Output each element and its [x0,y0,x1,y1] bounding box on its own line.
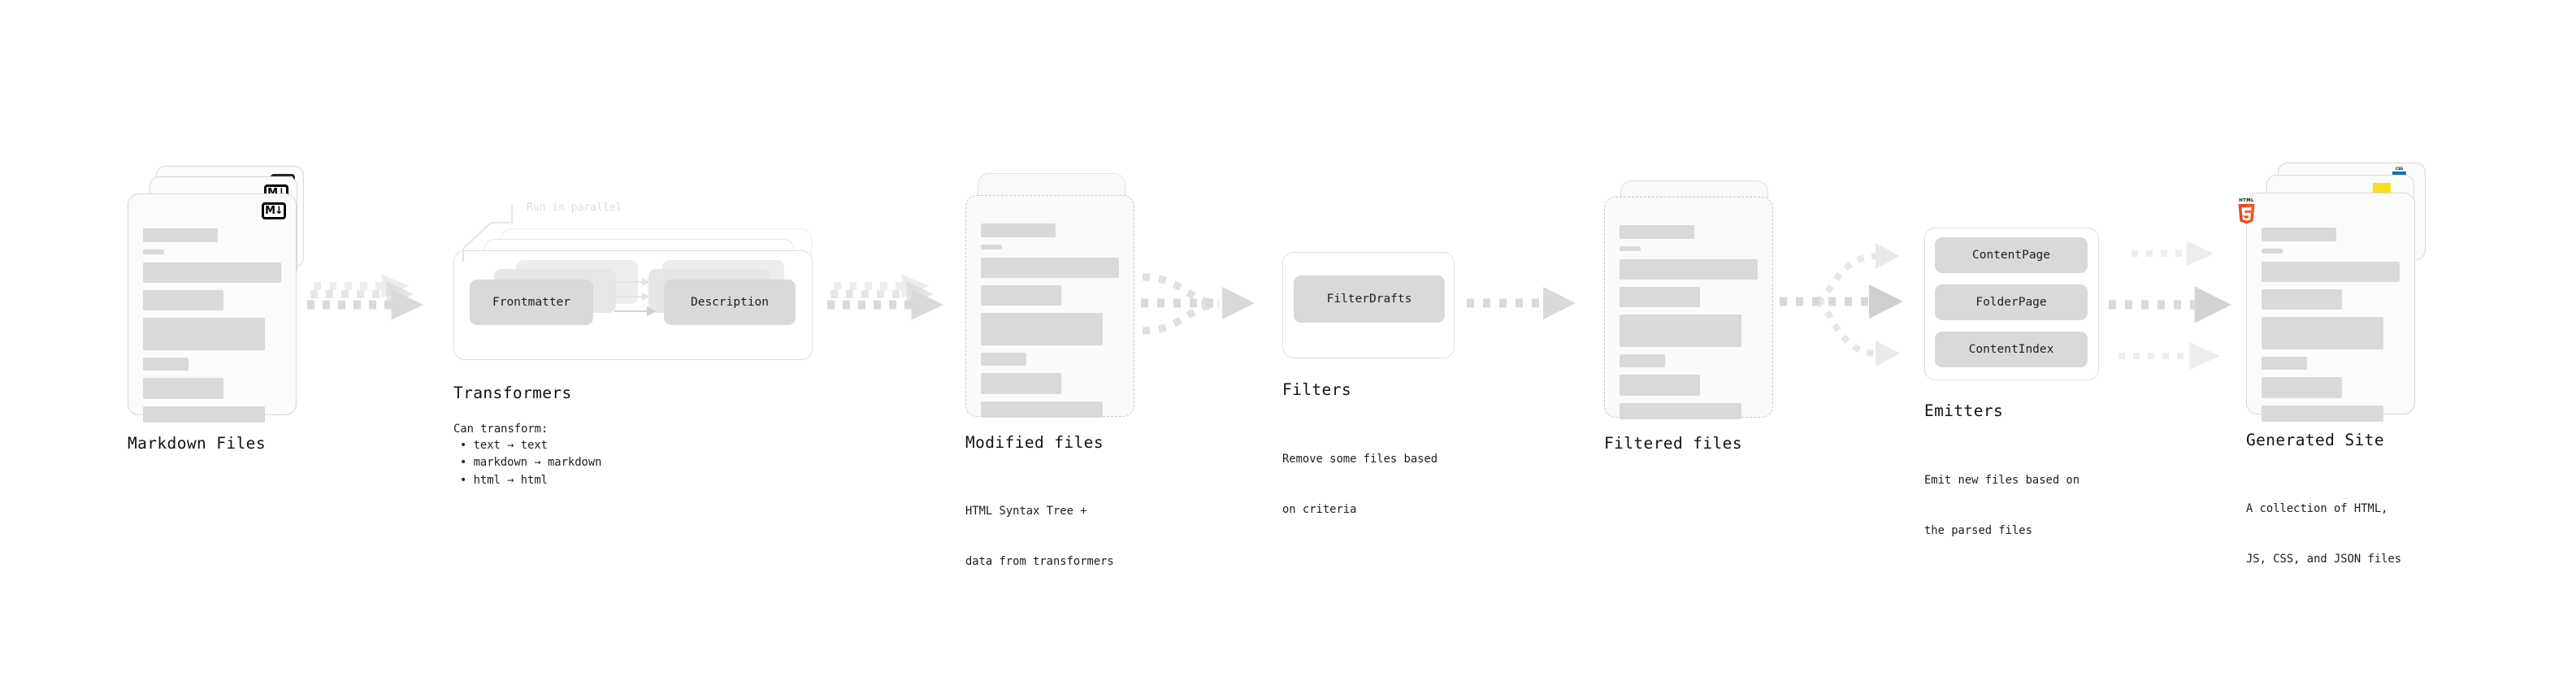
content-bar [1620,225,1694,239]
subcaption-line: A collection of HTML, [2246,502,2388,516]
transformer-chip-description[interactable]: Description [664,280,796,325]
content-bar [143,378,223,399]
content-bar [143,358,189,371]
content-bar [2262,317,2383,349]
document-content-bars [981,223,1119,425]
content-bar [1620,375,1700,396]
connector-md-to-transformers [307,274,424,320]
content-bar [981,353,1027,366]
generated-site-subcaption: A collection of HTML, JS, CSS, and JSON … [2246,467,2401,602]
markdown-card-front: M↓ [128,193,297,423]
content-bar [1620,259,1758,280]
emitters-subcaption: Emit new files based on the parsed files [1924,439,2079,574]
stage-caption-transformers: Transformers [453,384,572,402]
content-bar [2262,406,2383,422]
list-item: • markdown → markdown [460,456,602,470]
subcaption-line: HTML Syntax Tree + [965,505,1087,518]
content-bar [981,258,1119,278]
transformer-chip-frontmatter[interactable]: Frontmatter [470,280,593,325]
css-icon: CSS [2392,167,2406,177]
filter-chip-filterdrafts[interactable]: FilterDrafts [1294,275,1445,323]
connector-transformers-to-modified [827,274,944,320]
js-icon [2373,183,2391,193]
list-item: • html → html [460,473,548,487]
content-bar [1620,287,1700,307]
content-bar [143,290,223,310]
content-bar [2262,262,2400,282]
connector-emitters-to-site [2109,241,2232,370]
transformers-sub-items: • text → text • markdown → markdown • ht… [460,437,601,489]
content-bar [143,318,265,350]
content-bar [143,228,218,242]
content-bar [143,249,164,254]
content-bar [981,373,1061,394]
modified-files-subcaption: HTML Syntax Tree + data from transformer… [965,470,1114,605]
filtered-card-front [1604,197,1773,419]
subcaption-line: on criteria [1282,503,1357,517]
document-content-bars [1620,225,1758,427]
emitter-chip-contentpage[interactable]: ContentPage [1935,237,2088,273]
modified-card-front [965,195,1134,418]
connector-modified-to-filters [1141,273,1255,335]
transformers-sub-title: Can transform: [453,423,549,436]
stage-caption-markdown-files: Markdown Files [128,434,266,453]
connector-filters-to-filtered [1467,287,1576,319]
content-bar [1620,403,1741,419]
content-bar [981,401,1103,418]
content-bar [981,313,1103,345]
content-bar [2262,357,2308,370]
content-bar [2262,289,2342,310]
emitter-chip-folderpage[interactable]: FolderPage [1935,284,2088,320]
emitter-chip-contentindex[interactable]: ContentIndex [1935,332,2088,367]
content-bar [1620,246,1641,251]
stage-caption-modified-files: Modified files [965,433,1104,452]
html5-icon: HTML [2236,198,2257,224]
transformer-inner-arrows [614,278,657,316]
stage-caption-filters: Filters [1282,380,1351,399]
list-item: • text → text [460,439,548,452]
content-bar [1620,314,1741,347]
document-content-bars [2262,228,2400,429]
stage-caption-emitters: Emitters [1924,401,2004,420]
markdown-icon: M↓ [262,202,286,219]
content-bar [981,245,1002,249]
document-content-bars [143,228,281,430]
connector-filtered-to-emitters [1780,243,1903,367]
stage-caption-generated-site: Generated Site [2246,431,2384,449]
site-card-front: HTML [2238,193,2415,422]
content-bar [1620,354,1666,367]
filters-subcaption: Remove some files based on criteria [1282,418,1438,553]
subcaption-line: data from transformers [965,555,1114,569]
content-bar [2262,228,2336,241]
run-in-parallel-bracket [462,205,513,262]
content-bar [981,223,1056,237]
stage-caption-filtered-files: Filtered files [1604,434,1742,453]
content-bar [143,262,281,283]
subcaption-line: JS, CSS, and JSON files [2246,553,2402,566]
subcaption-line: the parsed files [1924,524,2032,538]
content-bar [143,406,265,423]
content-bar [2262,249,2283,254]
run-in-parallel-label: Run in parallel [527,202,622,214]
subcaption-line: Emit new files based on [1924,474,2080,488]
content-bar [2262,377,2342,398]
content-bar [981,285,1061,306]
subcaption-line: Remove some files based [1282,453,1438,466]
